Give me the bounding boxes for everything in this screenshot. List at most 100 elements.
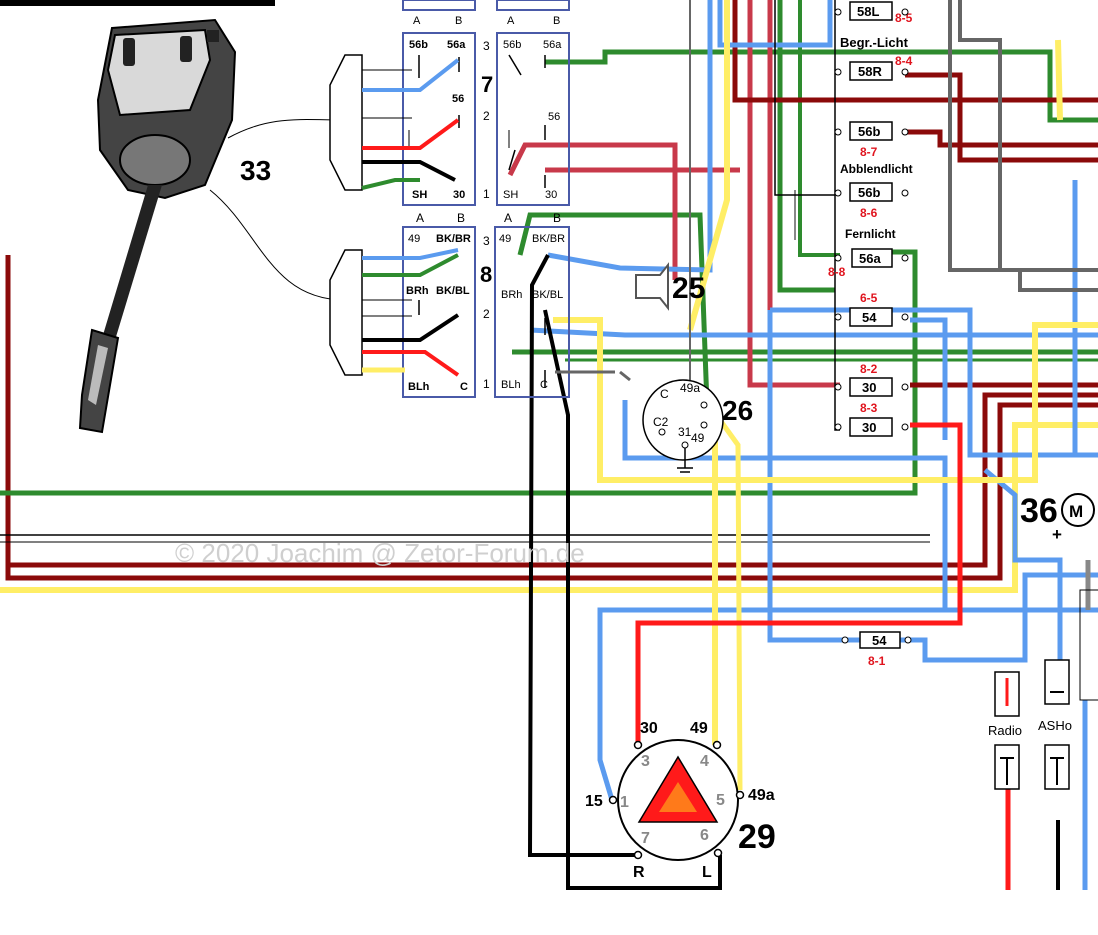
rose-wire-2 [747, 0, 840, 388]
fuse-bus [834, 0, 840, 431]
flasher-unit: 49a C C2 31 49 26 [642, 379, 753, 473]
blue-wire-motor [983, 468, 1063, 700]
red-wire-30 [635, 422, 963, 745]
watermark: © 2020 Joachim @ Zetor-Forum.de [175, 538, 585, 568]
blue-wire-right2 [910, 317, 948, 440]
svg-text:8-4: 8-4 [895, 54, 913, 68]
svg-text:Radio: Radio [988, 723, 1022, 738]
yellow-wire-49 [553, 317, 1098, 483]
svg-text:SH: SH [412, 189, 427, 201]
svg-text:B: B [455, 15, 462, 27]
switch-7: A B A B 56b 56a 56 SH 30 56b 56a 56 SH 3… [361, 0, 570, 206]
switch7-box-right [496, 32, 570, 206]
svg-text:BK/BR: BK/BR [436, 233, 471, 245]
svg-text:49: 49 [499, 233, 511, 245]
svg-text:B: B [553, 211, 561, 225]
stalk-switch: 33 [78, 18, 363, 434]
svg-text:3: 3 [483, 39, 490, 53]
hazard-number: 29 [738, 818, 776, 856]
svg-text:58R: 58R [858, 64, 882, 79]
blue-wire-54 [767, 310, 860, 643]
svg-text:A: A [416, 211, 424, 225]
svg-text:54: 54 [872, 633, 887, 648]
sockets: Radio ASHo [988, 659, 1072, 790]
switch-number: 33 [240, 155, 271, 186]
svg-text:BK/BL: BK/BL [436, 285, 470, 297]
fuse-56b-2: 56b 8-6 [849, 182, 893, 220]
svg-text:1: 1 [620, 794, 629, 811]
blue-wire-15 [597, 607, 945, 801]
darkred-wire-main [5, 255, 1098, 581]
svg-text:C: C [460, 381, 468, 393]
svg-text:56: 56 [548, 111, 560, 123]
switch8-number: 8 [480, 262, 492, 287]
svg-text:Abblendlicht: Abblendlicht [840, 162, 913, 176]
svg-text:5: 5 [716, 792, 725, 809]
svg-text:BK/BR: BK/BR [532, 233, 565, 245]
black-wire-L [543, 309, 722, 890]
svg-text:56a: 56a [447, 39, 466, 51]
svg-text:Begr.-Licht: Begr.-Licht [840, 35, 909, 50]
green-wire-e [798, 0, 840, 257]
green-wire-56a [545, 49, 1098, 123]
svg-text:56b: 56b [503, 39, 521, 51]
svg-text:A: A [504, 211, 512, 225]
svg-text:30: 30 [862, 380, 876, 395]
svg-text:56b: 56b [409, 39, 428, 51]
motor-number: 36 [1020, 492, 1058, 530]
svg-text:+: + [1052, 525, 1062, 544]
svg-text:30: 30 [453, 189, 465, 201]
motor-icon [1061, 493, 1095, 527]
svg-text:A: A [507, 15, 515, 27]
svg-text:BLh: BLh [501, 379, 521, 391]
svg-text:1: 1 [483, 377, 490, 391]
rose-wire-30 [507, 142, 678, 280]
svg-text:C2: C2 [653, 415, 669, 429]
gray-wire-2 [958, 0, 1098, 272]
svg-text:ASHo: ASHo [1038, 718, 1072, 733]
asho-socket-top [1044, 659, 1070, 705]
wiper-motor: 36 M + [1020, 492, 1098, 701]
yellow-wire-49b [717, 418, 743, 791]
svg-text:30: 30 [545, 189, 557, 201]
blue-wire-c2 [622, 400, 1098, 613]
svg-text:8-8: 8-8 [828, 265, 846, 279]
fuse-panel: 58L 8-5 Begr.-Licht 58R 8-4 56b 8-7 Abbl… [828, 1, 913, 668]
switch7-box-left [402, 32, 476, 206]
svg-text:8-2: 8-2 [860, 362, 878, 376]
svg-text:49a: 49a [680, 381, 700, 395]
fuse-54-bottom: 54 8-1 [859, 631, 901, 668]
fuse-58R: 58R 8-4 [849, 54, 913, 81]
svg-text:2: 2 [483, 307, 490, 321]
hazard-switch: 3 4 1 5 7 6 30 49 49a 15 R L 29 [585, 720, 776, 881]
svg-text:A: A [413, 15, 421, 27]
fuse-56a: 56a 8-8 [828, 248, 893, 279]
svg-text:3: 3 [483, 234, 490, 248]
svg-text:49: 49 [408, 233, 420, 245]
svg-text:BRh: BRh [406, 285, 429, 297]
svg-text:3: 3 [641, 753, 650, 770]
svg-text:49a: 49a [748, 787, 775, 804]
svg-text:6: 6 [700, 827, 709, 844]
darkred-wire-58R [905, 72, 1098, 163]
svg-text:8-7: 8-7 [860, 145, 878, 159]
svg-text:8-3: 8-3 [860, 401, 878, 415]
svg-text:SH: SH [503, 189, 518, 201]
svg-text:Fernlicht: Fernlicht [845, 227, 896, 241]
blue-wire-54b [900, 572, 1098, 663]
svg-text:30: 30 [640, 720, 658, 737]
svg-text:56: 56 [452, 93, 464, 105]
svg-text:4: 4 [700, 753, 709, 770]
svg-text:R: R [633, 864, 645, 881]
horn: 25 [635, 262, 705, 311]
svg-text:30: 30 [862, 420, 876, 435]
svg-text:58L: 58L [857, 4, 879, 19]
fuse-bus-2 [774, 0, 835, 196]
svg-text:56b: 56b [858, 124, 880, 139]
harness-wires [507, 0, 1098, 890]
svg-text:2: 2 [483, 109, 490, 123]
blue-wire-main [529, 327, 1098, 338]
svg-text:BLh: BLh [408, 381, 430, 393]
svg-text:56a: 56a [543, 39, 562, 51]
fuse-58L: 58L 8-5 [849, 1, 913, 25]
